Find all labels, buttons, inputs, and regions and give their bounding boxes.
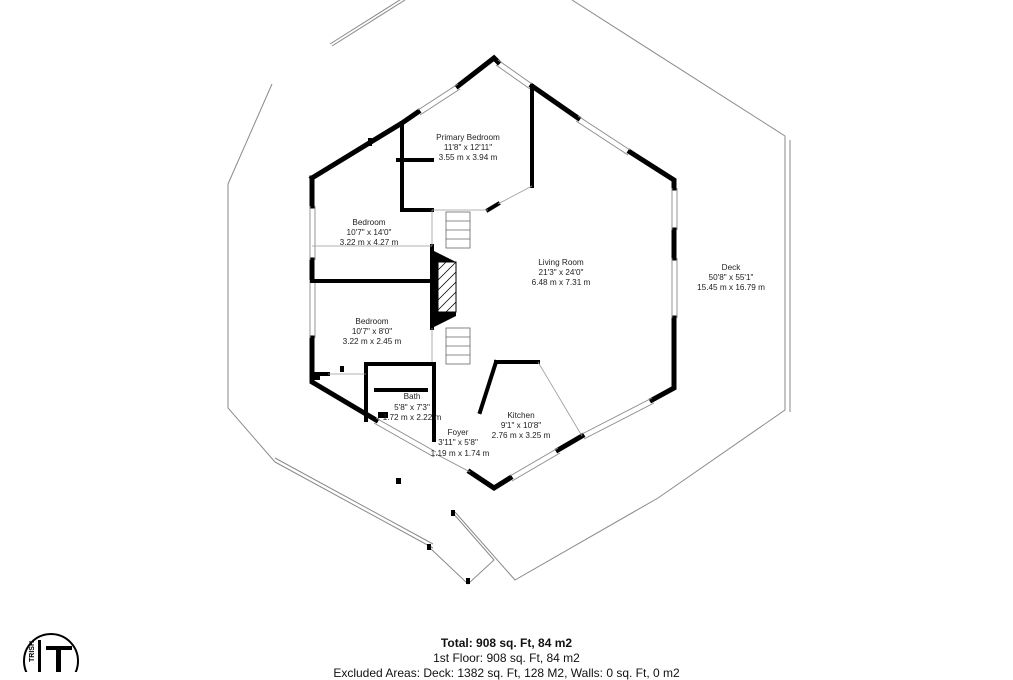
- room-name: Kitchen: [507, 411, 535, 420]
- summary-excluded: Excluded Areas: Deck: 1382 sq. Ft, 128 M…: [333, 666, 680, 680]
- room-primary-bedroom: Primary Bedroom 11'8" x 12'11" 3.55 m x …: [436, 133, 500, 162]
- room-dim-m: 3.55 m x 3.94 m: [439, 153, 498, 162]
- room-dim-ft: 21'3" x 24'0": [539, 268, 584, 277]
- summary-total: Total: 908 sq. Ft, 84 m2: [440, 636, 573, 650]
- room-deck: Deck 50'8" x 55'1" 15.45 m x 16.79 m: [697, 263, 765, 292]
- room-name: Bedroom: [352, 218, 385, 227]
- stairs-upper: [445, 211, 471, 249]
- room-bedroom-1: Bedroom 10'7" x 14'0" 3.22 m x 4.27 m: [340, 218, 399, 247]
- room-dim-m: 3.22 m x 4.27 m: [340, 238, 399, 247]
- room-name: Living Room: [538, 258, 584, 267]
- room-name: Deck: [722, 263, 742, 272]
- interior-walls: [310, 84, 540, 442]
- deck-marks: [396, 478, 470, 584]
- wall-ticks: [312, 138, 388, 418]
- deck-outline: [227, 0, 791, 585]
- room-dim-ft: 3'11" x 5'8": [438, 438, 478, 447]
- room-dim-ft: 50'8" x 55'1": [709, 273, 754, 282]
- exterior-walls: [308, 54, 677, 491]
- room-foyer: Foyer 3'11" x 5'8" 1.19 m x 1.74 m: [431, 428, 490, 458]
- room-living-room: Living Room 21'3" x 24'0" 6.48 m x 7.31 …: [532, 258, 591, 287]
- room-name: Bedroom: [355, 317, 388, 326]
- room-dim-ft: 9'1" x 10'8": [501, 421, 541, 430]
- room-bedroom-2: Bedroom 10'7" x 8'0" 3.22 m x 2.45 m: [343, 317, 402, 346]
- room-dim-ft: 5'8" x 7'3": [394, 403, 430, 412]
- door-lines: [312, 185, 583, 437]
- stairs-lower: [445, 327, 471, 365]
- logo-icon: TRISH: [23, 633, 79, 672]
- room-dim-m: 1.72 m x 2.22 m: [383, 413, 442, 422]
- room-dim-ft: 10'7" x 14'0": [347, 228, 392, 237]
- room-dim-m: 15.45 m x 16.79 m: [697, 283, 765, 292]
- room-dim-ft: 11'8" x 12'11": [444, 143, 492, 152]
- room-dim-m: 1.19 m x 1.74 m: [431, 449, 490, 458]
- room-name: Foyer: [448, 428, 469, 437]
- room-dim-m: 2.76 m x 3.25 m: [492, 431, 551, 440]
- logo-text: TRISH: [29, 641, 36, 662]
- room-dim-ft: 10'7" x 8'0": [352, 327, 392, 336]
- room-bath: Bath 5'8" x 7'3" 1.72 m x 2.22 m: [383, 392, 442, 422]
- room-name: Primary Bedroom: [436, 133, 500, 142]
- room-dim-m: 3.22 m x 2.45 m: [343, 337, 402, 346]
- room-name: Bath: [404, 392, 421, 401]
- room-kitchen: Kitchen 9'1" x 10'8" 2.76 m x 3.25 m: [492, 411, 551, 440]
- windows: [309, 59, 678, 482]
- room-dim-m: 6.48 m x 7.31 m: [532, 278, 591, 287]
- summary-first-floor: 1st Floor: 908 sq. Ft, 84 m2: [433, 651, 580, 665]
- fireplace: [432, 250, 457, 328]
